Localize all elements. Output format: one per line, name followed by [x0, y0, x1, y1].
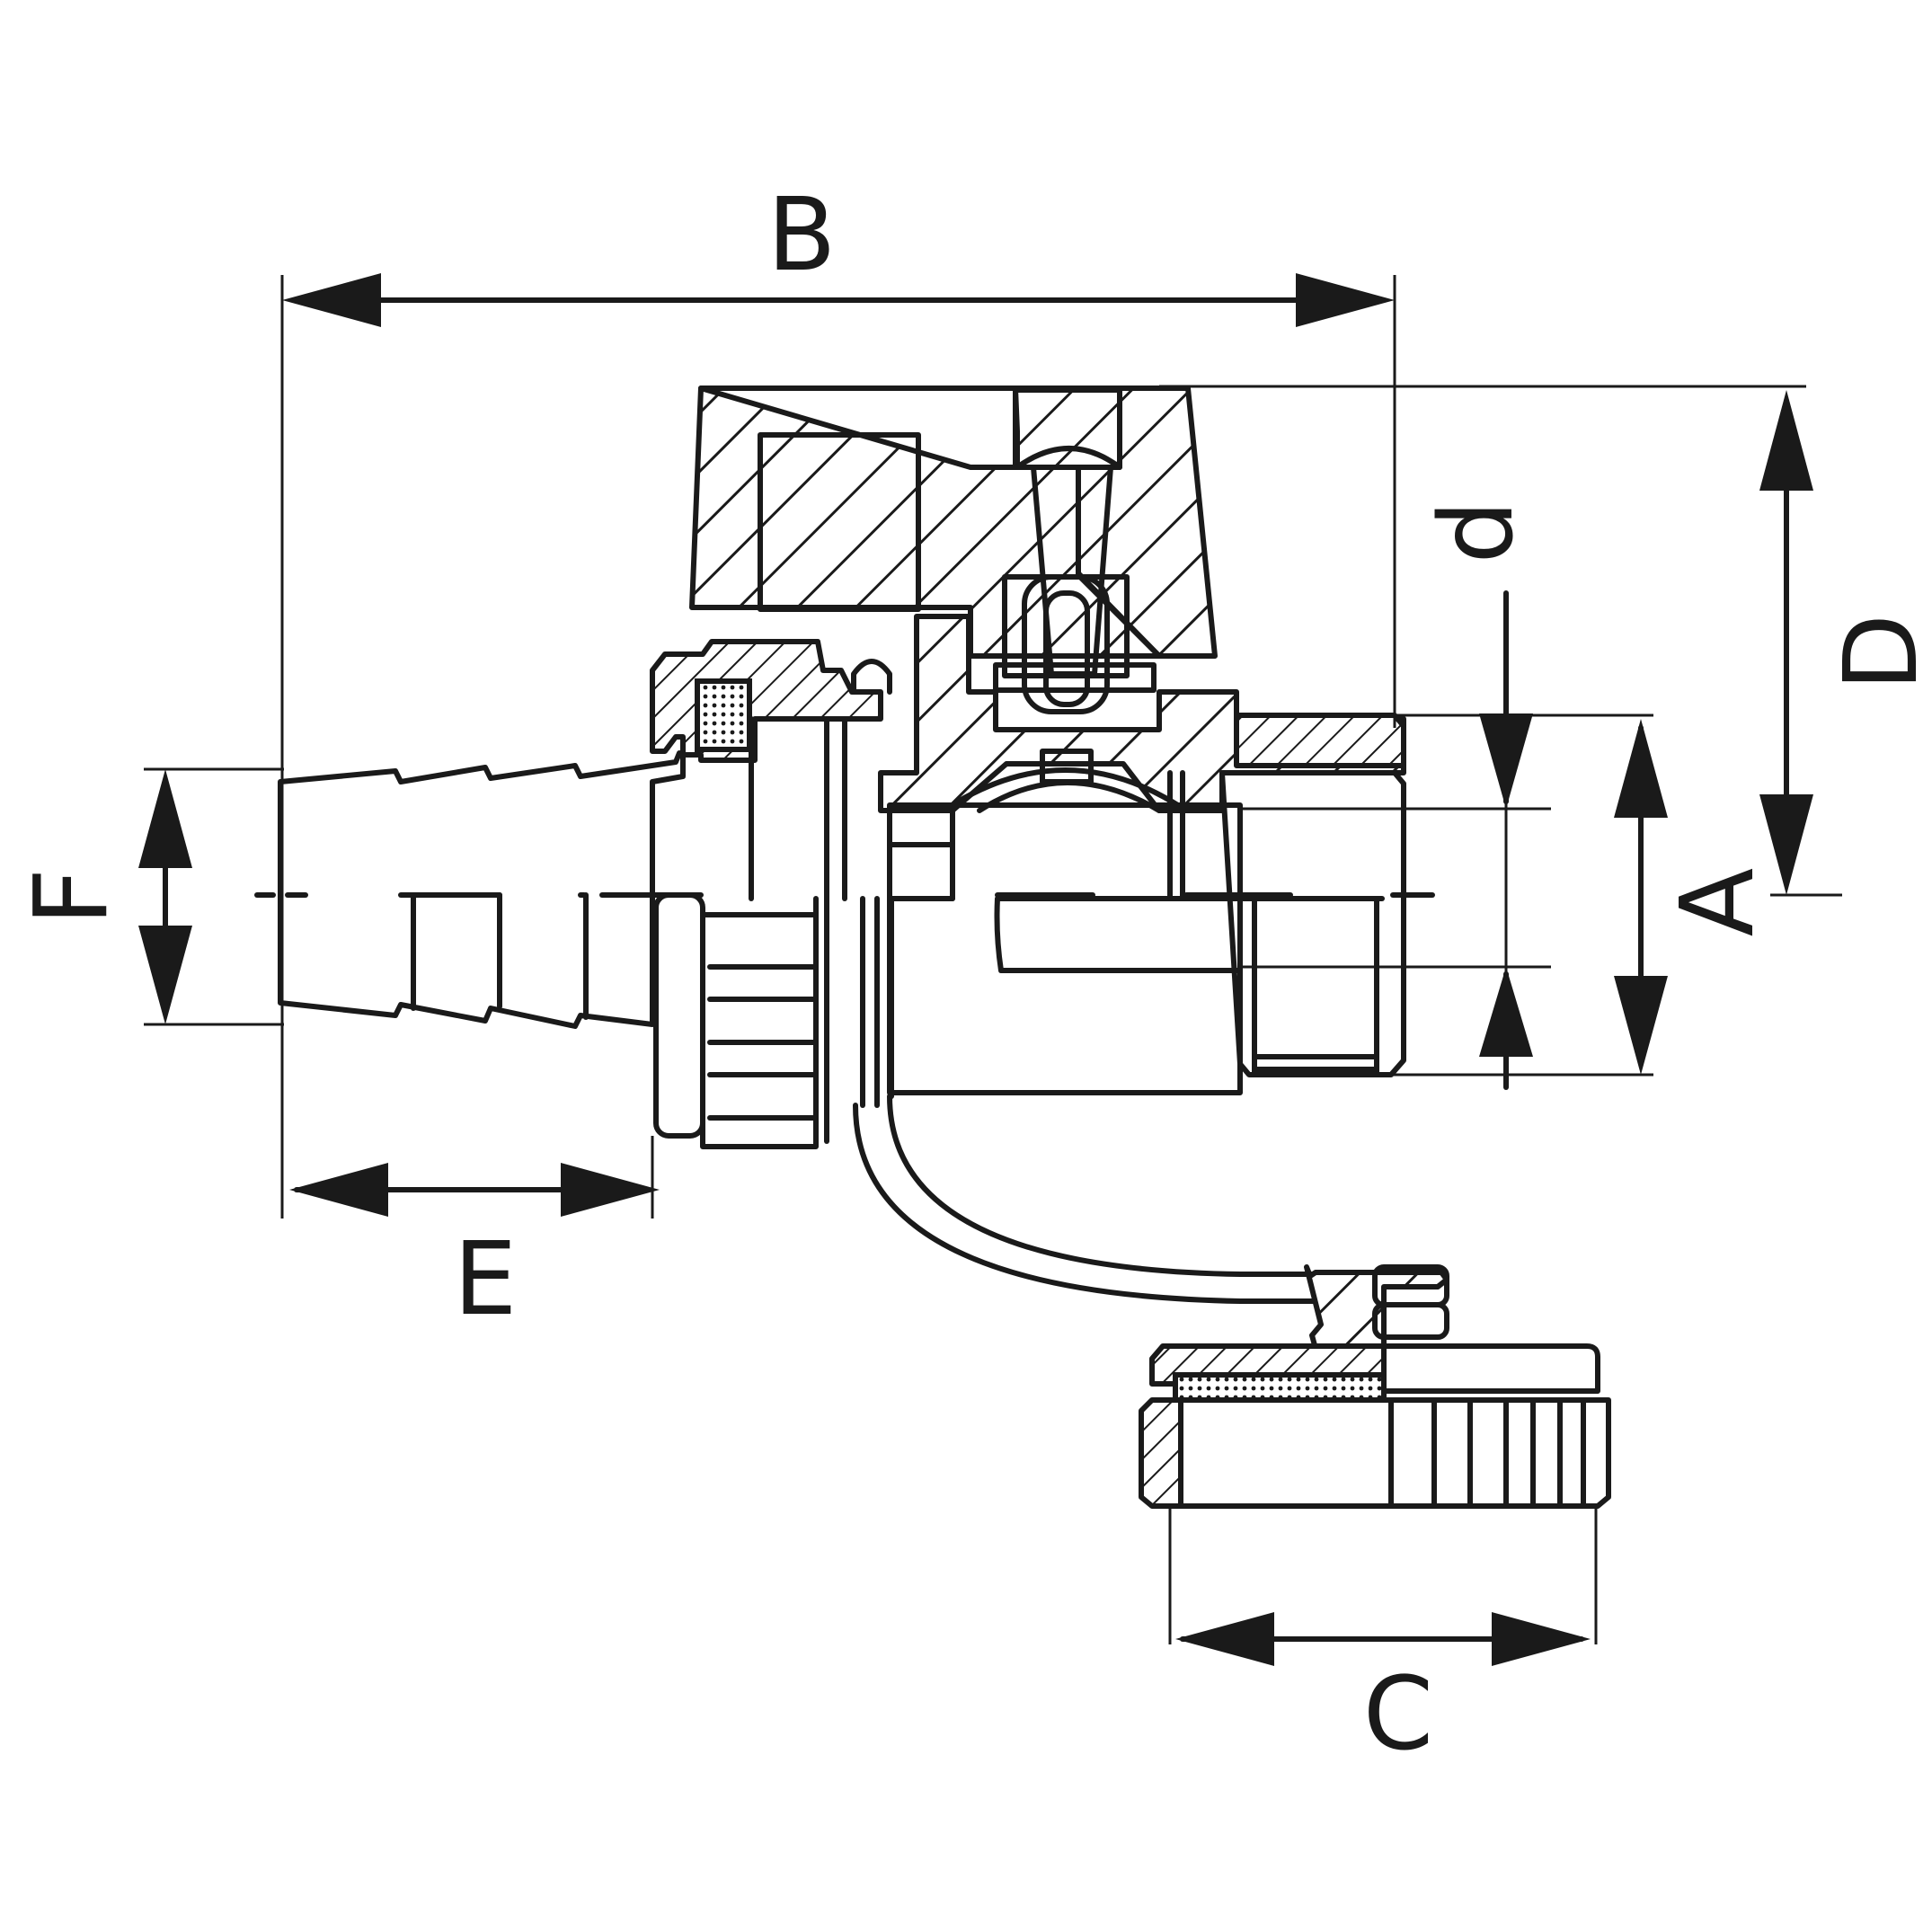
ball-top-arc [941, 767, 1189, 813]
dim-label-a: A [1660, 868, 1777, 937]
dim-label-d-large: D [1823, 614, 1932, 691]
dim-label-d-small: d [1419, 500, 1536, 563]
valve-body-lower [887, 770, 1243, 1095]
arrow-e-left [289, 1163, 388, 1217]
dim-label-b: B [767, 177, 837, 294]
valve-body [878, 614, 1406, 813]
valve-handle [689, 386, 1218, 677]
body-right-thread [1234, 713, 1406, 768]
dim-label-e: E [454, 1221, 518, 1338]
arrow-f-top [138, 769, 192, 868]
dust-cap [1139, 1264, 1611, 1509]
union-nut-faces [700, 716, 847, 1149]
body-bore [994, 896, 1243, 973]
dim-label-f: F [13, 868, 130, 926]
arrow-c-left [1175, 1612, 1274, 1666]
nut-dots [695, 678, 752, 752]
arrow-d-bottom [1759, 794, 1813, 895]
arrow-b-right [1296, 273, 1395, 327]
arrow-e-right [561, 1163, 660, 1217]
hose-barb [278, 750, 705, 1139]
arrow-d-small-bottom [1479, 967, 1533, 1057]
cap-chain [853, 896, 1324, 1304]
arrow-d-top [1759, 390, 1813, 491]
dim-label-c: C [1363, 1656, 1433, 1773]
arrow-b-left [282, 273, 381, 327]
handle-pocket [758, 432, 921, 612]
dimension-arrows [138, 273, 1813, 1666]
arrow-a-bottom [1614, 976, 1668, 1075]
valve-stem [993, 574, 1157, 714]
right-male-thread [1219, 770, 1406, 1077]
arrow-c-right [1492, 1612, 1591, 1666]
arrow-a-top [1614, 719, 1668, 818]
arrow-f-bottom [138, 926, 192, 1024]
arrow-d-small-top [1479, 713, 1533, 809]
union-nut [650, 639, 892, 763]
